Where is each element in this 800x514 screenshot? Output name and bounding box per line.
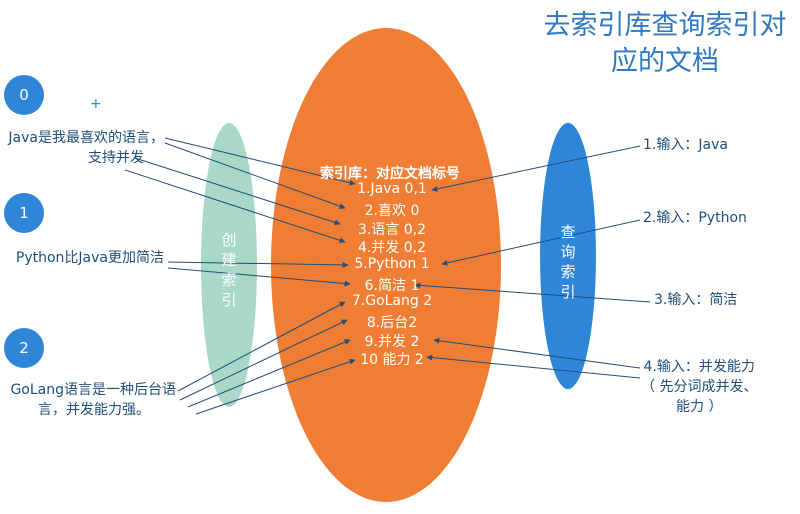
arrow-doc0-concurrent: [124, 169, 346, 244]
title-line-1: 去索引库查询索引对: [543, 10, 787, 41]
plus-mark: +: [90, 96, 102, 112]
query-4-line-2: （ 先分词成并发、: [641, 379, 758, 395]
arrow-doc0-language: [134, 157, 341, 226]
arrow-query4-b: [426, 354, 641, 379]
query-4: 4.输入：并发能力 （ 先分词成并发、 能力 ）: [641, 357, 757, 417]
arrow-query2: [441, 219, 641, 266]
create-index-char-1: 创: [221, 231, 237, 249]
arrow-doc1-concise: [167, 267, 351, 287]
query-1-line-1: 1.输入：Java: [643, 137, 728, 153]
create-index-ellipse: [201, 123, 257, 407]
query-index-char-4: 引: [560, 283, 576, 301]
index-row-4: 4.并发 0,2: [357, 240, 427, 256]
doc-2-text: GoLang语言是一种后台语 言，并发能力强。: [4, 380, 176, 420]
arrow-query4-a: [433, 337, 641, 369]
index-row-5: 5.Python 1: [354, 256, 430, 272]
index-store-ellipse: [271, 28, 501, 502]
index-row-10: 10 能力 2: [360, 352, 424, 368]
arrow-doc2-capability: [195, 358, 356, 415]
query-4-line-3: 能力 ）: [676, 399, 723, 415]
create-index-char-3: 索: [221, 271, 237, 289]
arrow-doc2-backend: [179, 319, 348, 401]
index-store-header: 索引库：对应文档标号: [320, 166, 460, 182]
doc-badge-0: 0: [4, 75, 44, 115]
doc-2-line-2: 言，并发能力强。: [38, 402, 150, 418]
doc-badge-1: 1: [4, 193, 44, 233]
query-3: 3.输入：简洁: [654, 290, 737, 310]
arrow-doc2-golang: [177, 301, 346, 392]
query-2-line-1: 2.输入：Python: [643, 210, 747, 226]
create-index-char-2: 建: [221, 251, 237, 269]
index-row-2: 2.喜欢 0: [364, 203, 420, 219]
index-row-6: 6.简洁 1: [364, 278, 420, 294]
query-2: 2.输入：Python: [643, 208, 747, 228]
query-3-line-1: 3.输入：简洁: [654, 292, 738, 308]
doc-0-line-2: 支持并发: [88, 150, 144, 166]
query-1: 1.输入：Java: [643, 135, 728, 155]
arrow-query3: [414, 282, 651, 303]
arrow-doc2-concurrent: [187, 339, 351, 408]
index-row-7: 7.GoLang 2: [351, 293, 433, 309]
query-index-ellipse: [540, 123, 596, 389]
doc-badge-2: 2: [4, 328, 44, 368]
index-row-1: 1.Java 0,1: [357, 181, 427, 197]
doc-2-line-1: GoLang语言是一种后台语: [10, 382, 176, 398]
diagram-title: 去索引库查询索引对 应的文档: [540, 8, 790, 80]
arrow-doc0-java: [164, 137, 356, 186]
arrow-query1: [431, 145, 641, 192]
query-index-label: 查 询 索 引: [558, 222, 578, 302]
create-index-char-4: 引: [221, 291, 237, 309]
query-index-char-1: 查: [560, 223, 576, 241]
query-index-char-3: 索: [560, 263, 576, 281]
arrow-doc0-like: [164, 142, 346, 209]
doc-1-line-1: Python比Java更加简洁: [15, 250, 164, 266]
create-index-label: 创 建 索 引: [219, 230, 239, 310]
title-line-2: 应的文档: [611, 46, 719, 77]
doc-0-line-1: Java是我最喜欢的语言，: [8, 130, 164, 146]
doc-0-text: Java是我最喜欢的语言， 支持并发: [4, 128, 164, 168]
index-row-3: 3.语言 0,2: [357, 222, 427, 238]
index-row-9: 9.并发 2: [364, 334, 420, 350]
query-4-line-1: 4.输入：并发能力: [643, 359, 755, 375]
query-index-char-2: 询: [560, 243, 576, 261]
index-row-8: 8.后台2: [366, 315, 418, 331]
arrow-doc1-python: [167, 261, 349, 268]
doc-1-text: Python比Java更加简洁: [4, 248, 164, 268]
